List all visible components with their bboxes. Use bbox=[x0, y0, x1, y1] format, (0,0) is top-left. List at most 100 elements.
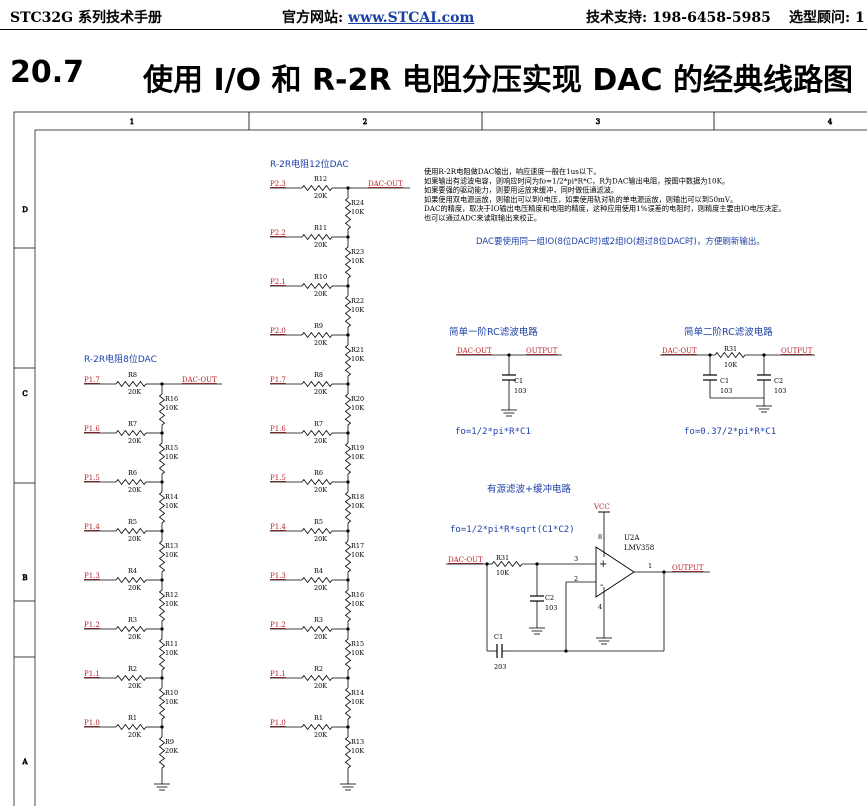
resistor-value: 10K bbox=[165, 698, 178, 706]
pin-label: P1.3 bbox=[84, 572, 100, 580]
rc2-cap-value: 103 bbox=[774, 387, 786, 395]
rc2-cap-value: 103 bbox=[720, 387, 732, 395]
note-line: DAC的精度，取决于IO输出电压精度和电阻的精度，这种应用使用1%误差的电阻时，… bbox=[424, 204, 786, 213]
resistor-value: 20K bbox=[314, 290, 327, 298]
resistor-zigzag bbox=[301, 576, 333, 584]
active-in-label: DAC-OUT bbox=[448, 556, 483, 564]
resistor-ref: R5 bbox=[128, 518, 137, 526]
active-formula: fo=1/2*pi*R*sqrt(C1*C2) bbox=[450, 525, 575, 535]
section-title: 20.7 使用 I/O 和 R-2R 电阻分压实现 DAC 的经典线路图 bbox=[0, 55, 867, 98]
note-line: 如果输出有滤波电容，则响应时间为fo=1/2*pi*R*C，R为DAC输出电阻，… bbox=[424, 176, 729, 185]
active-c1-value: 203 bbox=[494, 663, 506, 671]
resistor-ref: R20 bbox=[351, 395, 364, 403]
resistor-zigzag bbox=[115, 625, 147, 633]
resistor-ref: R10 bbox=[314, 273, 327, 281]
resistor-value: 10K bbox=[351, 453, 364, 461]
website-label: 官方网站: bbox=[282, 10, 349, 26]
resistor-value: 10K bbox=[165, 453, 178, 461]
pin-label: P1.0 bbox=[84, 719, 100, 727]
resistor-value: 20K bbox=[128, 633, 141, 641]
junction-dot bbox=[507, 353, 511, 357]
resistor-zigzag bbox=[158, 540, 166, 573]
pin-label: P1.3 bbox=[270, 572, 286, 580]
resistor-ref: R1 bbox=[128, 714, 137, 722]
rc1-out-label: OUTPUT bbox=[526, 347, 558, 355]
active-c2-ref: C2 bbox=[545, 594, 554, 602]
resistor-value: 20K bbox=[314, 633, 327, 641]
resistor-zigzag bbox=[301, 478, 333, 486]
resistor-ref: R16 bbox=[351, 591, 364, 599]
resistor-ref: R16 bbox=[165, 395, 178, 403]
pin-number: 3 bbox=[574, 555, 578, 563]
website: 官方网站: www.STCAI.com bbox=[282, 7, 474, 27]
resistor-zigzag bbox=[344, 687, 352, 720]
junction-dot bbox=[708, 353, 712, 357]
pin-label: P1.5 bbox=[270, 474, 286, 482]
resistor-zigzag bbox=[301, 723, 333, 731]
pin-label: P1.5 bbox=[84, 474, 100, 482]
pin-label: P1.4 bbox=[84, 523, 100, 531]
pin-label: P2.1 bbox=[270, 278, 286, 286]
resistor-ref: R1 bbox=[314, 714, 323, 722]
resistor-ref: R7 bbox=[314, 420, 323, 428]
resistor-value: 10K bbox=[351, 306, 364, 314]
website-link[interactable]: www.STCAI.com bbox=[348, 10, 475, 26]
resistor-zigzag bbox=[301, 674, 333, 682]
resistor-value: 10K bbox=[165, 404, 178, 412]
resistor-ref: R24 bbox=[351, 199, 364, 207]
resistor-zigzag bbox=[158, 442, 166, 475]
resistor-zigzag bbox=[301, 331, 333, 339]
resistor-value: 20K bbox=[314, 339, 327, 347]
section-number: 20.7 bbox=[10, 55, 85, 90]
resistor-zigzag bbox=[115, 478, 147, 486]
pin-label: P2.0 bbox=[270, 327, 286, 335]
ladder-title: R-2R电阻12位DAC bbox=[270, 158, 349, 170]
note-line: 如果使用双电源运放，则输出可以到0电压，如果使用轨对轨的单电源运放，则输出可以到… bbox=[424, 195, 737, 204]
resistor-ref: R15 bbox=[351, 640, 364, 648]
rc1-in-label: DAC-OUT bbox=[457, 347, 492, 355]
pin-label: P1.1 bbox=[270, 670, 286, 678]
pin-label: P1.2 bbox=[270, 621, 286, 629]
resistor-value: 20K bbox=[314, 682, 327, 690]
active-c1-ref: C1 bbox=[494, 633, 503, 641]
resistor-value: 10K bbox=[351, 698, 364, 706]
pin-label: P1.2 bbox=[84, 621, 100, 629]
resistor-zigzag bbox=[344, 638, 352, 671]
row-label: D bbox=[22, 206, 28, 214]
resistor-ref: R9 bbox=[165, 738, 174, 746]
opamp-part: LMV358 bbox=[624, 544, 654, 552]
pin-label: P2.3 bbox=[270, 180, 286, 188]
resistor-zigzag bbox=[344, 295, 352, 328]
resistor-value: 10K bbox=[165, 551, 178, 559]
inner-border bbox=[34, 129, 867, 806]
resistor-value: 10K bbox=[351, 502, 364, 510]
resistor-ref: R23 bbox=[351, 248, 364, 256]
pin-label: P2.2 bbox=[270, 229, 286, 237]
resistor-zigzag bbox=[158, 491, 166, 524]
resistor-ref: R6 bbox=[128, 469, 137, 477]
resistor-zigzag bbox=[301, 282, 333, 290]
ladder-title: R-2R电阻8位DAC bbox=[84, 353, 157, 365]
resistor-ref: R2 bbox=[128, 665, 137, 673]
active-c2-value: 103 bbox=[545, 604, 557, 612]
resistor-ref: R8 bbox=[314, 371, 323, 379]
resistor-ref: R7 bbox=[128, 420, 137, 428]
resistor-ref: R19 bbox=[351, 444, 364, 452]
resistor-value: 20K bbox=[128, 682, 141, 690]
resistor-zigzag bbox=[714, 351, 746, 359]
resistor-value: 20K bbox=[128, 584, 141, 592]
resistor-ref: R15 bbox=[165, 444, 178, 452]
resistor-ref: R8 bbox=[128, 371, 137, 379]
pin-label: P1.1 bbox=[84, 670, 100, 678]
resistor-zigzag bbox=[115, 723, 147, 731]
support-phone: 技术支持: 198-6458-5985 bbox=[586, 10, 771, 26]
active-out-label: OUTPUT bbox=[672, 564, 704, 572]
active-res-ref: R31 bbox=[496, 554, 509, 562]
resistor-zigzag bbox=[158, 589, 166, 622]
resistor-zigzag bbox=[115, 429, 147, 437]
resistor-ref: R4 bbox=[314, 567, 323, 575]
pin-label: P1.6 bbox=[84, 425, 100, 433]
resistor-ref: R11 bbox=[314, 224, 327, 232]
